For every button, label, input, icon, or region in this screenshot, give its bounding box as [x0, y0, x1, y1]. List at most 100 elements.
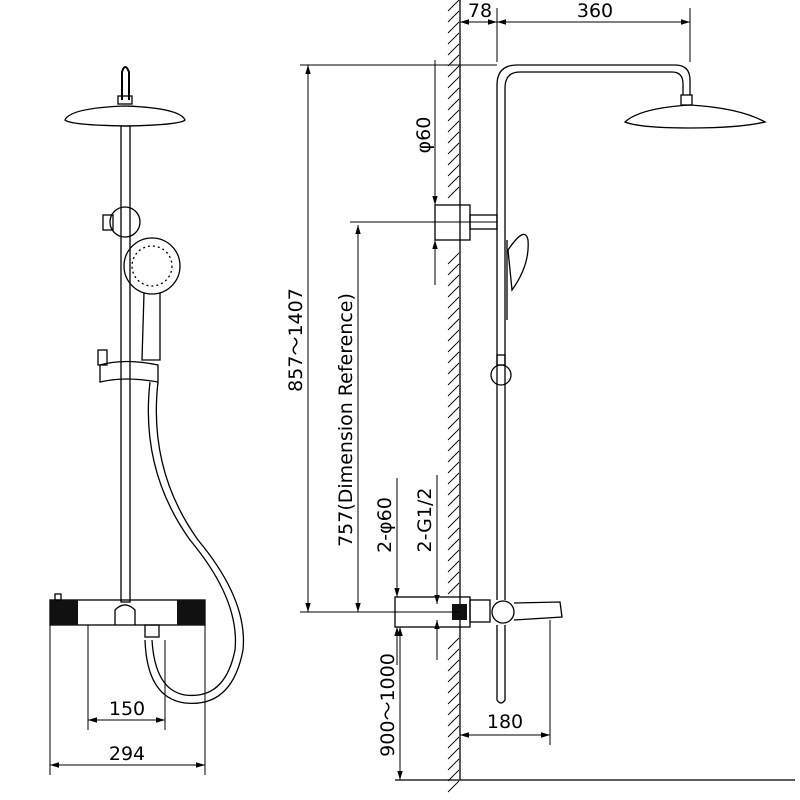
hatch-line [447, 549, 460, 562]
hatch-line [447, 571, 460, 584]
hatch-line [447, 175, 460, 188]
dim-label-2-phi60: 2-φ60 [374, 497, 396, 553]
hatch-line [447, 307, 460, 320]
hatch-line [447, 439, 460, 452]
hatch-line [447, 703, 460, 716]
hatch-line [447, 582, 460, 595]
handle-stop [54, 593, 62, 601]
hatch-line [447, 505, 460, 518]
hatch-line [447, 186, 460, 199]
hatch-line [447, 87, 460, 100]
diverter-outlet [114, 604, 136, 625]
wall-hatching [447, 0, 460, 793]
hatch-line [447, 527, 460, 540]
dim-label-2-g12: 2-G1/2 [414, 488, 436, 553]
hatch-line [447, 362, 460, 375]
dim-label-78: 78 [468, 0, 492, 22]
dim-label-857-1407: 857～1407 [285, 288, 307, 392]
hatch-line [447, 98, 460, 111]
hatch-line [447, 406, 460, 419]
shower-hose-inner [144, 381, 245, 705]
dim-label-294: 294 [109, 743, 145, 765]
front-view: 150 294 [49, 66, 245, 775]
hatch-line [447, 351, 460, 364]
dim-label-757: 757(Dimension Reference) [335, 293, 357, 547]
rain-shower-head-side [623, 104, 767, 129]
dim-label-phi60: φ60 [413, 117, 435, 154]
hose-side [496, 625, 506, 704]
side-view: 78 360 857～1407 757(Dimension Reference)… [285, 0, 795, 793]
hatch-line [447, 153, 460, 166]
hatch-line [447, 340, 460, 353]
hatch-line [447, 109, 460, 122]
hatch-line [447, 692, 460, 705]
top-gooseneck [121, 66, 130, 100]
hand-shower-head [123, 237, 181, 295]
hatch-line [447, 560, 460, 573]
hatch-line [447, 780, 460, 793]
hatch-line [447, 395, 460, 408]
flow-handle [177, 600, 205, 625]
hatch-line [447, 296, 460, 309]
valve-knob-side [491, 600, 515, 624]
hatch-line [447, 76, 460, 89]
hatch-line [447, 263, 460, 276]
slide-holder [99, 360, 159, 383]
hatch-line [447, 164, 460, 177]
hatch-line [447, 384, 460, 397]
slide-holder-side [490, 364, 512, 386]
rail-bracket [109, 206, 141, 238]
hatch-line [447, 538, 460, 551]
dim-label-180: 180 [487, 711, 523, 733]
hose-connector [144, 624, 160, 638]
temperature-handle [50, 600, 78, 625]
hatch-line [447, 142, 460, 155]
hatch-line [447, 329, 460, 342]
hatch-line [447, 494, 460, 507]
valve-side [469, 599, 491, 623]
hatch-line [447, 417, 460, 430]
hatch-line [447, 725, 460, 738]
hatch-line [447, 318, 460, 331]
bath-spout [513, 601, 563, 621]
hatch-line [447, 373, 460, 386]
hatch-line [447, 0, 460, 12]
hatch-line [447, 428, 460, 441]
slide-knob-side [496, 354, 506, 366]
head-swivel [680, 94, 693, 106]
hatch-line [447, 747, 460, 760]
hand-shower-handle [141, 292, 161, 361]
hatch-line [447, 769, 460, 782]
dim-label-900-1000: 900～1000 [377, 653, 399, 757]
riser-pipe [496, 64, 691, 600]
hatch-line [447, 483, 460, 496]
hatch-line [447, 637, 460, 650]
hand-shower-side [507, 233, 529, 292]
head-connector [117, 95, 133, 105]
hatch-line [447, 54, 460, 67]
hatch-line [447, 32, 460, 45]
hatch-line [447, 758, 460, 771]
slide-knob [97, 349, 108, 366]
bracket-arm [102, 214, 114, 231]
hatch-line [447, 285, 460, 298]
hatch-line [447, 714, 460, 727]
hand-shower-nozzles [131, 245, 173, 287]
hatch-line [447, 461, 460, 474]
hatch-line [447, 472, 460, 485]
hatch-line [447, 120, 460, 133]
hatch-line [447, 681, 460, 694]
hatch-line [447, 131, 460, 144]
hatch-line [447, 10, 460, 23]
hatch-line [447, 450, 460, 463]
hatch-line [447, 736, 460, 749]
rain-shower-head-front [64, 105, 186, 127]
hatch-line [447, 65, 460, 78]
hatch-line [447, 659, 460, 672]
dim-label-360: 360 [577, 0, 613, 22]
hatch-line [447, 516, 460, 529]
dim-label-150: 150 [109, 698, 145, 720]
hatch-line [447, 21, 460, 34]
